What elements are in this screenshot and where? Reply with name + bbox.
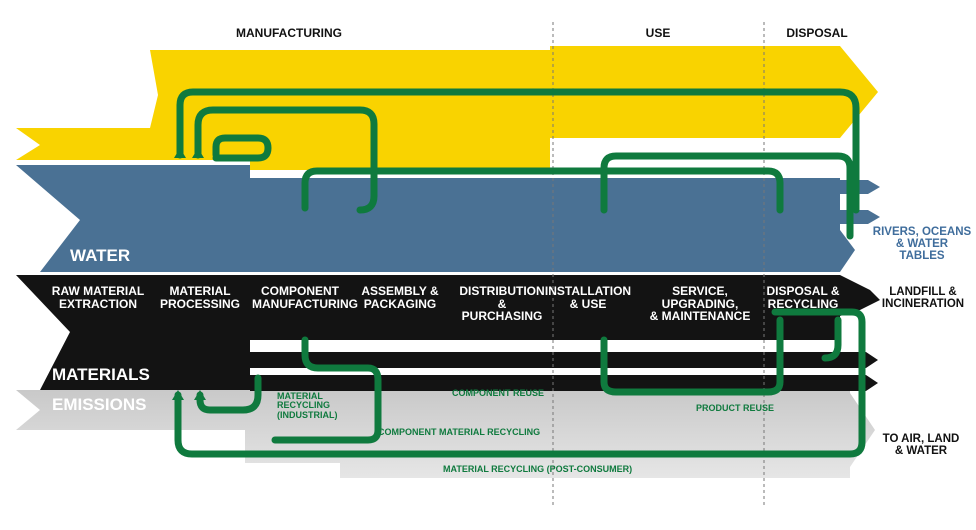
water-loop-use [600,152,854,240]
energy-loop-outer [176,88,860,214]
loop-label-component-reuse: COMPONENT REUSE [452,388,545,398]
band-label-water: WATER [70,246,131,265]
output-landfill-incineration: LANDFILL & INCINERATION [881,286,965,311]
phase-disposal: DISPOSAL [786,26,848,40]
stage-assembly-packaging: ASSEMBLY & PACKAGING [361,284,439,311]
water-loop-reuse [301,167,784,214]
band-label-energy: ENERGY [66,101,138,120]
band-label-emissions: EMISSIONS [52,395,147,414]
loop-material-recycling-industrial [196,374,262,414]
loop-post-consumer [174,308,866,458]
materials-outlet-arrow [250,352,878,368]
arrowhead [194,390,206,400]
output-to-air-land-water: TO AIR, LAND & WATER [882,433,960,458]
loop-label-industrial: MATERIAL RECYCLING (INDUSTRIAL) [277,391,338,420]
phase-use: USE [645,26,671,40]
energy-band [16,46,878,170]
stage-service-upgrading-maintenance: SERVICE, UPGRADING, & MAINTENANCE [649,284,751,324]
materials-outlet-arrow [250,375,878,391]
loop-product-reuse [600,316,784,396]
loop-label-product-reuse: PRODUCT REUSE [696,403,775,413]
loop-component-reuse [271,336,382,444]
stage-component-manufacturing: COMPONENT MANUFACTURING [252,284,358,311]
stage-distribution-purchasing: DISTRIBUTION & PURCHASING [459,284,545,324]
stage-raw-material-extraction: RAW MATERIAL EXTRACTION [51,284,145,311]
energy-loop-inner [194,106,378,214]
loop-component-material-recycling [821,316,842,362]
output-rivers-oceans: RIVERS, OCEANS & WATER TABLES [872,226,972,263]
stage-material-processing: MATERIAL PROCESSING [159,284,240,311]
energy-loop-small [212,134,272,162]
band-label-materials: MATERIALS [52,365,150,384]
materials-band [16,275,880,390]
stage-installation-use: INSTALLATION & USE [544,284,632,311]
loop-label-post-consumer: MATERIAL RECYCLING (POST-CONSUMER) [443,464,633,474]
arrowhead [192,148,204,158]
arrowhead [174,148,186,158]
phase-manufacturing: MANUFACTURING [236,26,342,40]
stage-disposal-recycling: DISPOSAL & RECYCLING [766,284,840,311]
arrowhead [172,390,184,400]
water-band [16,165,870,272]
loop-label-component-material-recycling: COMPONENT MATERIAL RECYCLING [378,427,541,437]
